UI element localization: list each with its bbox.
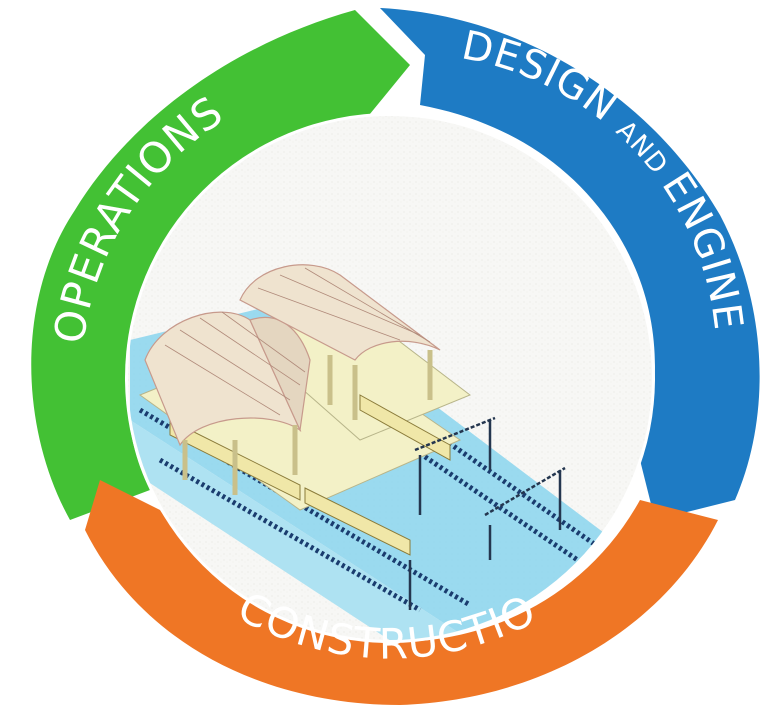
train-station-icon <box>128 116 652 640</box>
design-engineering-segment <box>380 8 760 520</box>
construction-segment <box>85 480 718 705</box>
